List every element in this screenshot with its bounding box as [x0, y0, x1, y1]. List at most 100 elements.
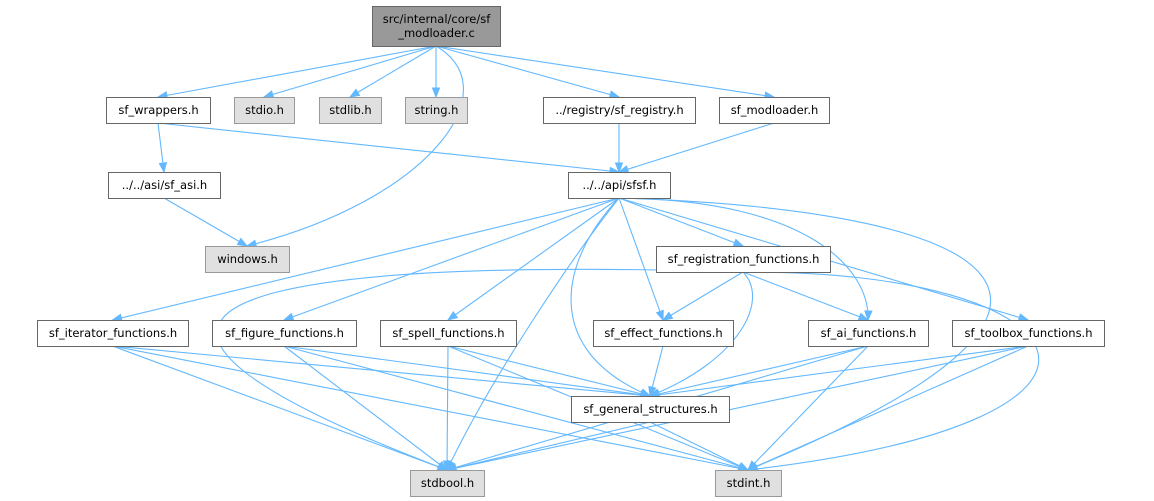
edge-root-to-stdio	[263, 45, 437, 98]
node-box	[808, 320, 929, 347]
edge-root-to-stdlib	[349, 45, 437, 98]
node-box	[719, 97, 830, 124]
edge-sf-figure-to-stdbool	[283, 345, 448, 471]
edge-root-to-sf-wrappers	[157, 45, 437, 98]
node-stdio: stdio.h	[234, 97, 295, 124]
arrowhead-icon	[446, 311, 459, 321]
edge-sf-registration-to-sf-ai	[742, 271, 869, 321]
edge-sf-modloader-to-sfsf	[618, 122, 775, 173]
edge-sf-general-to-stdint	[649, 421, 749, 471]
node-label: ../../api/sfsf.h	[583, 178, 657, 192]
edge-sf-registration-to-stdbool	[216, 268, 744, 471]
node-label: sf_general_structures.h	[583, 402, 717, 416]
node-label: _modloader.c	[397, 26, 475, 40]
edge-sf-iterator-to-stdbool	[112, 345, 448, 471]
edge-sf-figure-to-stdint	[283, 345, 749, 471]
edge-sf-registration-to-stdint	[742, 271, 1040, 471]
arrowhead-icon	[648, 385, 657, 398]
arrowhead-icon	[236, 237, 249, 247]
node-box	[568, 172, 671, 199]
node-box	[37, 320, 189, 347]
node-label: sf_registration_functions.h	[668, 252, 820, 266]
node-label: ../registry/sf_registry.h	[555, 103, 683, 117]
edge-sfsf-to-sf-ai	[618, 197, 869, 321]
node-box	[108, 172, 221, 199]
node-label: ../../asi/sf_asi.h	[122, 178, 207, 192]
node-sf-general[interactable]: sf_general_structures.h	[571, 396, 730, 423]
edge-sf-spell-to-stdbool	[446, 345, 449, 471]
edge-sf-toolbox-to-stdbool	[446, 345, 1029, 471]
node-sf-modloader[interactable]: sf_modloader.h	[719, 97, 830, 124]
node-windows: windows.h	[205, 246, 290, 273]
arrowhead-icon	[436, 460, 449, 471]
arrowhead-icon	[608, 90, 621, 99]
node-label: sf_toolbox_functions.h	[964, 326, 1092, 340]
node-sf-asi[interactable]: ../../asi/sf_asi.h	[108, 172, 221, 199]
node-sfsf[interactable]: ../../api/sfsf.h	[568, 172, 671, 199]
node-box	[593, 320, 734, 347]
arrowhead-icon	[282, 312, 295, 321]
node-label: stdbool.h	[421, 476, 474, 490]
node-box	[205, 246, 290, 273]
edge-sfsf-to-sf-spell	[447, 197, 620, 321]
arrowhead-icon	[732, 238, 745, 247]
node-stdbool: stdbool.h	[410, 470, 485, 497]
arrowhead-icon	[158, 162, 168, 174]
arrowhead-icon	[746, 462, 759, 471]
edge-sf-toolbox-to-stdint	[747, 345, 1029, 471]
node-sf-registration[interactable]: sf_registration_functions.h	[656, 246, 831, 273]
node-sf-iterator[interactable]: sf_iterator_functions.h	[37, 320, 189, 347]
nodes-layer: src/internal/core/sf_modloader.c sf_wrapp…	[37, 6, 1105, 497]
node-label: sf_ai_functions.h	[821, 326, 917, 340]
edge-root-to-sf-modloader	[435, 45, 775, 98]
node-sf-registry[interactable]: ../registry/sf_registry.h	[543, 97, 696, 124]
node-sf-ai[interactable]: sf_ai_functions.h	[808, 320, 929, 347]
node-box	[715, 470, 782, 497]
edge-sfsf-to-stdbool	[446, 197, 620, 471]
node-box	[543, 97, 696, 124]
node-box	[319, 97, 382, 124]
node-sf-wrappers[interactable]: sf_wrappers.h	[106, 97, 211, 124]
arrowhead-icon	[661, 311, 674, 321]
arrowhead-icon	[655, 309, 664, 322]
edge-sf-wrappers-to-sfsf	[157, 122, 620, 173]
edge-root-to-windows	[246, 45, 464, 247]
edge-sf-registration-to-sf-general	[649, 271, 753, 397]
edge-sfsf-to-sf-iterator	[112, 197, 620, 321]
node-box	[571, 396, 730, 423]
edges-layer	[111, 45, 1040, 474]
edge-sfsf-to-sf-effect	[618, 197, 664, 321]
edge-sf-ai-to-sf-general	[649, 345, 869, 397]
node-box	[372, 6, 501, 47]
node-box	[656, 246, 831, 273]
edge-sf-toolbox-to-sf-general	[649, 345, 1029, 397]
arrowhead-icon	[348, 88, 361, 98]
arrowhead-icon	[614, 162, 624, 174]
node-box	[405, 97, 468, 124]
node-root: src/internal/core/sf_modloader.c	[372, 6, 501, 47]
node-sf-toolbox[interactable]: sf_toolbox_functions.h	[952, 320, 1105, 347]
edge-sf-spell-to-sf-general	[447, 345, 651, 397]
node-sf-effect[interactable]: sf_effect_functions.h	[593, 320, 734, 347]
node-box	[380, 320, 517, 347]
edge-root-to-sf-registry	[435, 45, 620, 98]
edge-sfsf-to-sf-general	[570, 197, 651, 397]
edge-sfsf-to-sf-figure	[283, 197, 620, 321]
node-label: sf_effect_functions.h	[604, 326, 722, 340]
node-label: sf_figure_functions.h	[225, 326, 344, 340]
node-sf-figure[interactable]: sf_figure_functions.h	[212, 320, 357, 347]
node-box	[234, 97, 295, 124]
arrowhead-icon	[262, 90, 275, 99]
arrowhead-icon	[442, 460, 452, 472]
node-box	[106, 97, 211, 124]
edge-sf-registration-to-sf-effect	[662, 271, 744, 321]
node-label: sf_modloader.h	[731, 103, 819, 117]
node-stdlib: stdlib.h	[319, 97, 382, 124]
node-label: sf_wrappers.h	[118, 103, 198, 117]
edge-sf-iterator-to-stdint	[112, 345, 749, 471]
node-label: string.h	[415, 103, 459, 117]
node-stdint: stdint.h	[715, 470, 782, 497]
node-sf-spell[interactable]: sf_spell_functions.h	[380, 320, 517, 347]
edge-sf-general-to-stdbool	[446, 421, 651, 471]
